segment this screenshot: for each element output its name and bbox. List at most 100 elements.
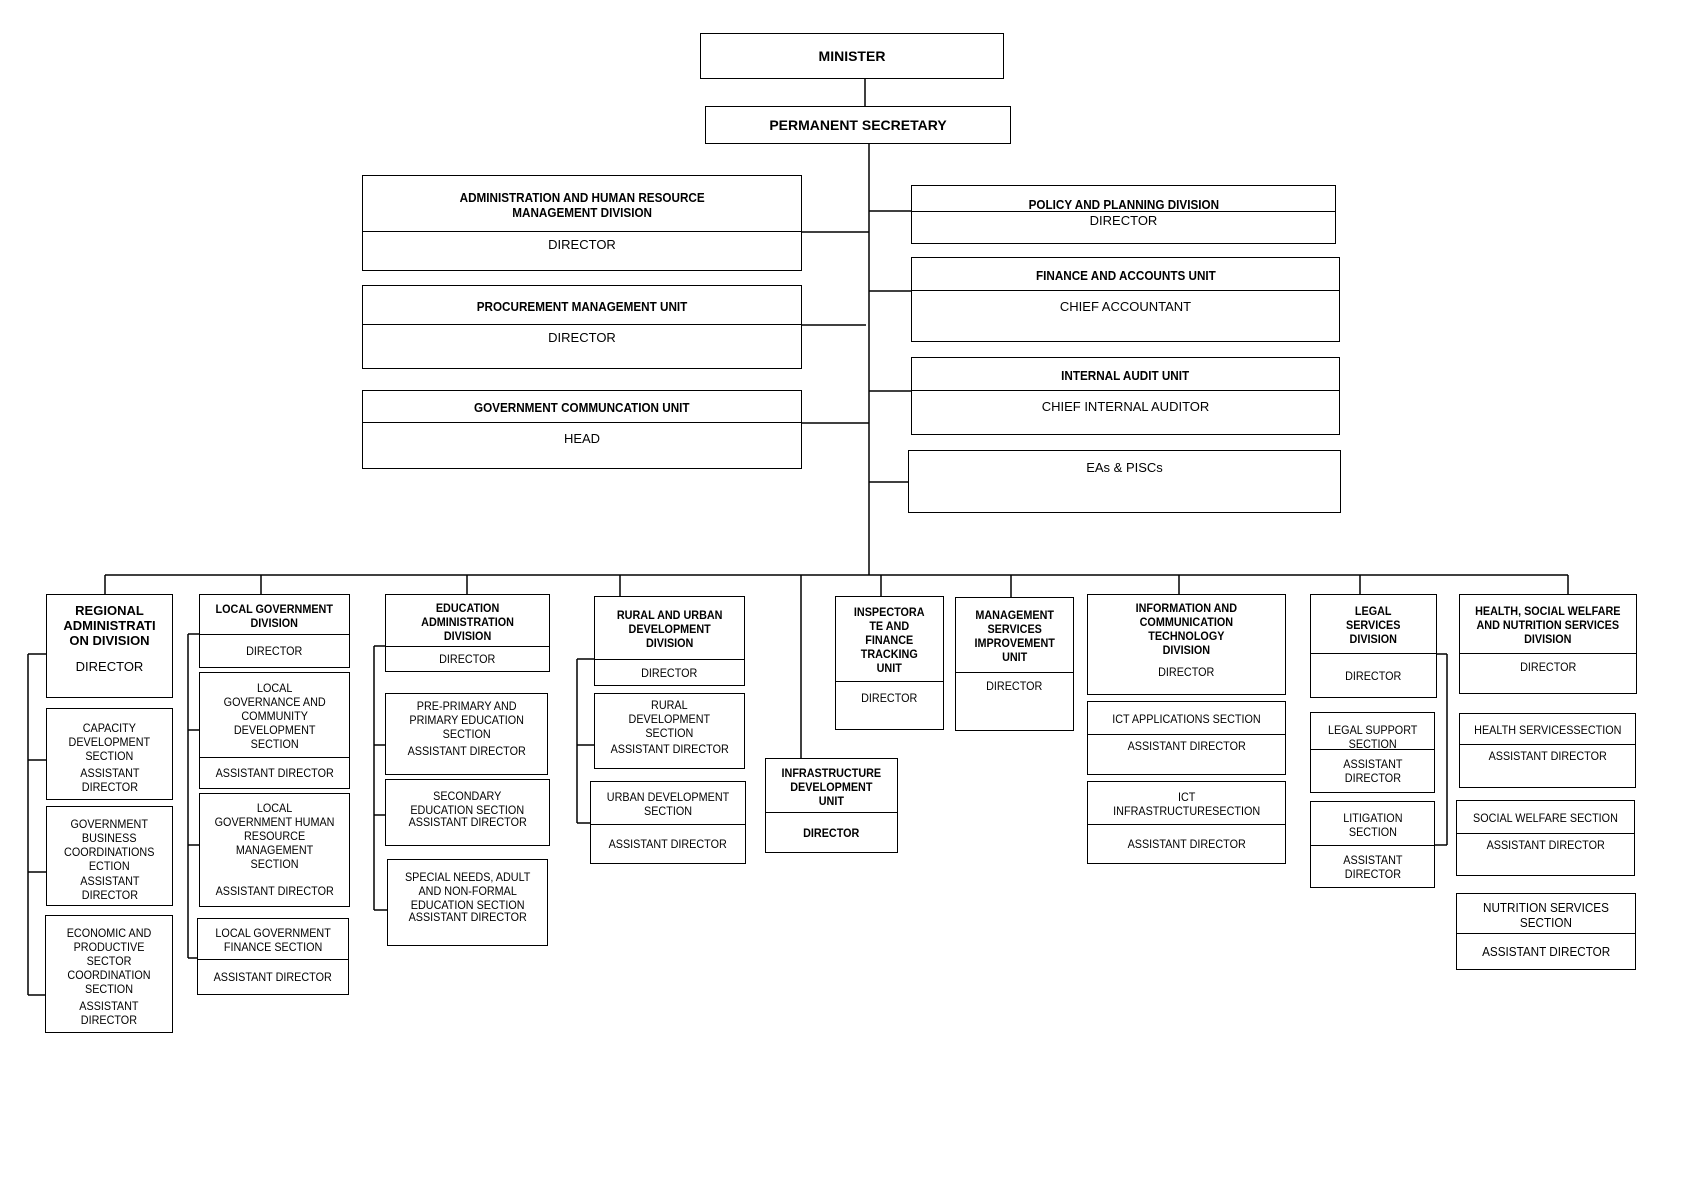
division-head: DIRECTOR	[986, 679, 1043, 693]
local-governance-community-section-box: LOCAL GOVERNANCE AND COMMUNITY DEVELOPME…	[199, 672, 350, 789]
unit-name: INTERNAL AUDIT UNIT	[1061, 367, 1190, 383]
section-name: SOCIAL WELFARE SECTION	[1473, 811, 1618, 825]
division-head: DIRECTOR	[75, 659, 144, 674]
section-name: LOCAL GOVERNMENT FINANCE SECTION	[215, 926, 331, 954]
section-name: ICT APPLICATIONS SECTION	[1112, 712, 1261, 726]
minister-box: MINISTER	[700, 33, 1004, 79]
permanent-secretary-box: PERMANENT SECRETARY	[705, 106, 1011, 144]
local-government-division-box: LOCAL GOVERNMENT DIVISION DIRECTOR	[199, 594, 350, 668]
unit-name: FINANCE AND ACCOUNTS UNIT	[1035, 267, 1216, 283]
economic-productive-sector-section-box: ECONOMIC AND PRODUCTIVE SECTOR COORDINAT…	[45, 915, 173, 1033]
procurement-unit-box: PROCUREMENT MANAGEMENT UNIT DIRECTOR	[362, 285, 802, 369]
section-head: ASSISTANT DIRECTOR	[1342, 757, 1403, 785]
division-head: DIRECTOR	[861, 691, 918, 705]
division-head: DIRECTOR	[1345, 668, 1402, 683]
division-name: EDUCATION ADMINISTRATION DIVISION	[421, 600, 514, 643]
pre-primary-primary-education-section-box: PRE-PRIMARY AND PRIMARY EDUCATION SECTIO…	[385, 693, 548, 775]
inspectorate-finance-tracking-unit-box: INSPECTORA TE AND FINANCE TRACKING UNIT …	[835, 596, 944, 730]
regional-administration-division-box: REGIONAL ADMINISTRATI ON DIVISION DIRECT…	[46, 594, 173, 698]
management-services-improvement-unit-box: MANAGEMENT SERVICES IMPROVEMENT UNIT DIR…	[955, 597, 1074, 731]
unit-head: DIRECTOR	[1089, 213, 1158, 228]
section-name: ICT INFRASTRUCTURESECTION	[1112, 790, 1261, 818]
government-communication-unit-box: GOVERNMENT COMMUNCATION UNIT HEAD	[362, 390, 802, 469]
rural-development-section-box: RURAL DEVELOPMENT SECTION ASSISTANT DIRE…	[594, 693, 745, 769]
section-head: ASSISTANT DIRECTOR	[213, 970, 333, 984]
section-name: LOCAL GOVERNANCE AND COMMUNITY DEVELOPME…	[223, 681, 326, 751]
section-head: ASSISTANT DIRECTOR	[1127, 837, 1246, 851]
unit-head: CHIEF ACCOUNTANT	[1059, 299, 1192, 314]
section-head: ASSISTANT DIRECTOR	[1486, 838, 1605, 852]
section-head: ASSISTANT DIRECTOR	[1481, 944, 1611, 959]
unit-name: ADMINISTRATION AND HUMAN RESOURCE MANAGE…	[459, 189, 705, 220]
urban-development-section-box: URBAN DEVELOPMENT SECTION ASSISTANT DIRE…	[590, 781, 746, 864]
section-head: ASSISTANT DIRECTOR	[610, 742, 729, 756]
section-head: ASSISTANT DIRECTOR	[215, 766, 334, 780]
finance-accounts-unit-box: FINANCE AND ACCOUNTS UNIT CHIEF ACCOUNTA…	[911, 257, 1340, 342]
social-welfare-section-box: SOCIAL WELFARE SECTION ASSISTANT DIRECTO…	[1456, 800, 1635, 876]
permanent-secretary-label: PERMANENT SECRETARY	[769, 117, 947, 133]
ict-infrastructure-section-box: ICT INFRASTRUCTURESECTION ASSISTANT DIRE…	[1087, 781, 1286, 864]
section-name: LEGAL SUPPORT SECTION	[1327, 723, 1418, 751]
division-head: DIRECTOR	[439, 652, 496, 666]
internal-audit-unit-box: INTERNAL AUDIT UNIT CHIEF INTERNAL AUDIT…	[911, 357, 1340, 435]
division-name: LOCAL GOVERNMENT DIVISION	[215, 601, 334, 630]
infrastructure-development-unit-box: INFRASTRUCTURE DEVELOPMENT UNIT DIRECTOR	[765, 758, 898, 853]
eas-piscs-box: EAs & PISCs	[908, 450, 1341, 513]
division-head: DIRECTOR	[1519, 660, 1577, 674]
health-services-section-box: HEALTH SERVICESSECTION ASSISTANT DIRECTO…	[1459, 713, 1636, 788]
health-social-welfare-nutrition-division-box: HEALTH, SOCIAL WELFARE AND NUTRITION SER…	[1459, 594, 1637, 694]
capacity-development-section-box: CAPACITY DEVELOPMENT SECTION ASSISTANT D…	[46, 708, 173, 800]
section-head: ASSISTANT DIRECTOR	[215, 884, 334, 898]
local-government-finance-section-box: LOCAL GOVERNMENT FINANCE SECTION ASSISTA…	[197, 918, 349, 995]
secondary-education-section-box: SECONDARY EDUCATION SECTION ASSISTANT DI…	[385, 779, 550, 846]
division-name: RURAL AND URBAN DEVELOPMENT DIVISION	[616, 608, 723, 650]
section-name: LITIGATION SECTION	[1342, 810, 1403, 839]
section-name: URBAN DEVELOPMENT SECTION	[606, 790, 730, 818]
section-head: ASSISTANT DIRECTOR	[1488, 749, 1607, 763]
section-head: ASSISTANT DIRECTOR	[79, 874, 140, 902]
legal-services-division-box: LEGAL SERVICES DIVISION DIRECTOR	[1310, 594, 1437, 698]
division-name: MANAGEMENT SERVICES IMPROVEMENT UNIT	[974, 608, 1055, 664]
division-head: DIRECTOR	[1158, 665, 1215, 679]
section-name: RURAL DEVELOPMENT SECTION	[628, 698, 711, 740]
section-name: HEALTH SERVICESSECTION	[1473, 723, 1622, 737]
minister-label: MINISTER	[818, 48, 886, 64]
section-name: LOCAL GOVERNMENT HUMAN RESOURCE MANAGEME…	[214, 801, 335, 871]
section-name: CAPACITY DEVELOPMENT SECTION	[68, 721, 151, 763]
unit-name: POLICY AND PLANNING DIVISION	[1028, 197, 1219, 212]
section-head: ASSISTANT DIRECTOR	[1127, 739, 1246, 753]
division-name: HEALTH, SOCIAL WELFARE AND NUTRITION SER…	[1475, 604, 1621, 646]
division-name: INFORMATION AND COMMUNICATION TECHNOLOGY…	[1135, 601, 1238, 657]
nutrition-services-section-box: NUTRITION SERVICES SECTION ASSISTANT DIR…	[1456, 893, 1636, 970]
section-head: ASSISTANT DIRECTOR	[79, 999, 139, 1027]
rural-urban-development-division-box: RURAL AND URBAN DEVELOPMENT DIVISION DIR…	[594, 596, 745, 686]
section-name: SECONDARY EDUCATION SECTION	[410, 789, 525, 817]
unit-name: EAs & PISCs	[1086, 460, 1163, 475]
division-name: REGIONAL ADMINISTRATI ON DIVISION	[63, 602, 156, 648]
division-head: DIRECTOR	[803, 825, 860, 840]
ict-division-box: INFORMATION AND COMMUNICATION TECHNOLOGY…	[1087, 594, 1286, 695]
division-name: INFRASTRUCTURE DEVELOPMENT UNIT	[781, 765, 882, 808]
unit-name: GOVERNMENT COMMUNCATION UNIT	[474, 400, 690, 415]
policy-planning-division-box: POLICY AND PLANNING DIVISION DIRECTOR	[911, 185, 1336, 244]
section-head: ASSISTANT DIRECTOR	[608, 837, 728, 851]
section-head: ASSISTANT DIRECTOR	[79, 766, 140, 794]
education-administration-division-box: EDUCATION ADMINISTRATION DIVISION DIRECT…	[385, 594, 550, 672]
unit-head: DIRECTOR	[548, 237, 616, 252]
division-head: DIRECTOR	[246, 644, 303, 658]
government-business-coordination-section-box: GOVERNMENT BUSINESS COORDINATIONS ECTION…	[46, 806, 173, 906]
division-name: INSPECTORA TE AND FINANCE TRACKING UNIT	[854, 605, 925, 675]
unit-head: DIRECTOR	[548, 330, 616, 345]
section-head: ASSISTANT DIRECTOR	[408, 815, 527, 829]
admin-hr-division-box: ADMINISTRATION AND HUMAN RESOURCE MANAGE…	[362, 175, 802, 271]
section-name: SPECIAL NEEDS, ADULT AND NON-FORMAL EDUC…	[404, 870, 531, 912]
section-name: GOVERNMENT BUSINESS COORDINATIONS ECTION	[64, 817, 155, 873]
section-name: ECONOMIC AND PRODUCTIVE SECTOR COORDINAT…	[66, 926, 152, 996]
local-government-hr-section-box: LOCAL GOVERNMENT HUMAN RESOURCE MANAGEME…	[199, 793, 350, 907]
section-name: NUTRITION SERVICES SECTION	[1483, 899, 1609, 930]
unit-name: PROCUREMENT MANAGEMENT UNIT	[476, 298, 688, 314]
section-head: ASSISTANT DIRECTOR	[1342, 852, 1403, 881]
division-head: DIRECTOR	[641, 665, 698, 680]
section-head: ASSISTANT DIRECTOR	[407, 744, 526, 758]
legal-support-section-box: LEGAL SUPPORT SECTION ASSISTANT DIRECTOR	[1310, 712, 1435, 793]
